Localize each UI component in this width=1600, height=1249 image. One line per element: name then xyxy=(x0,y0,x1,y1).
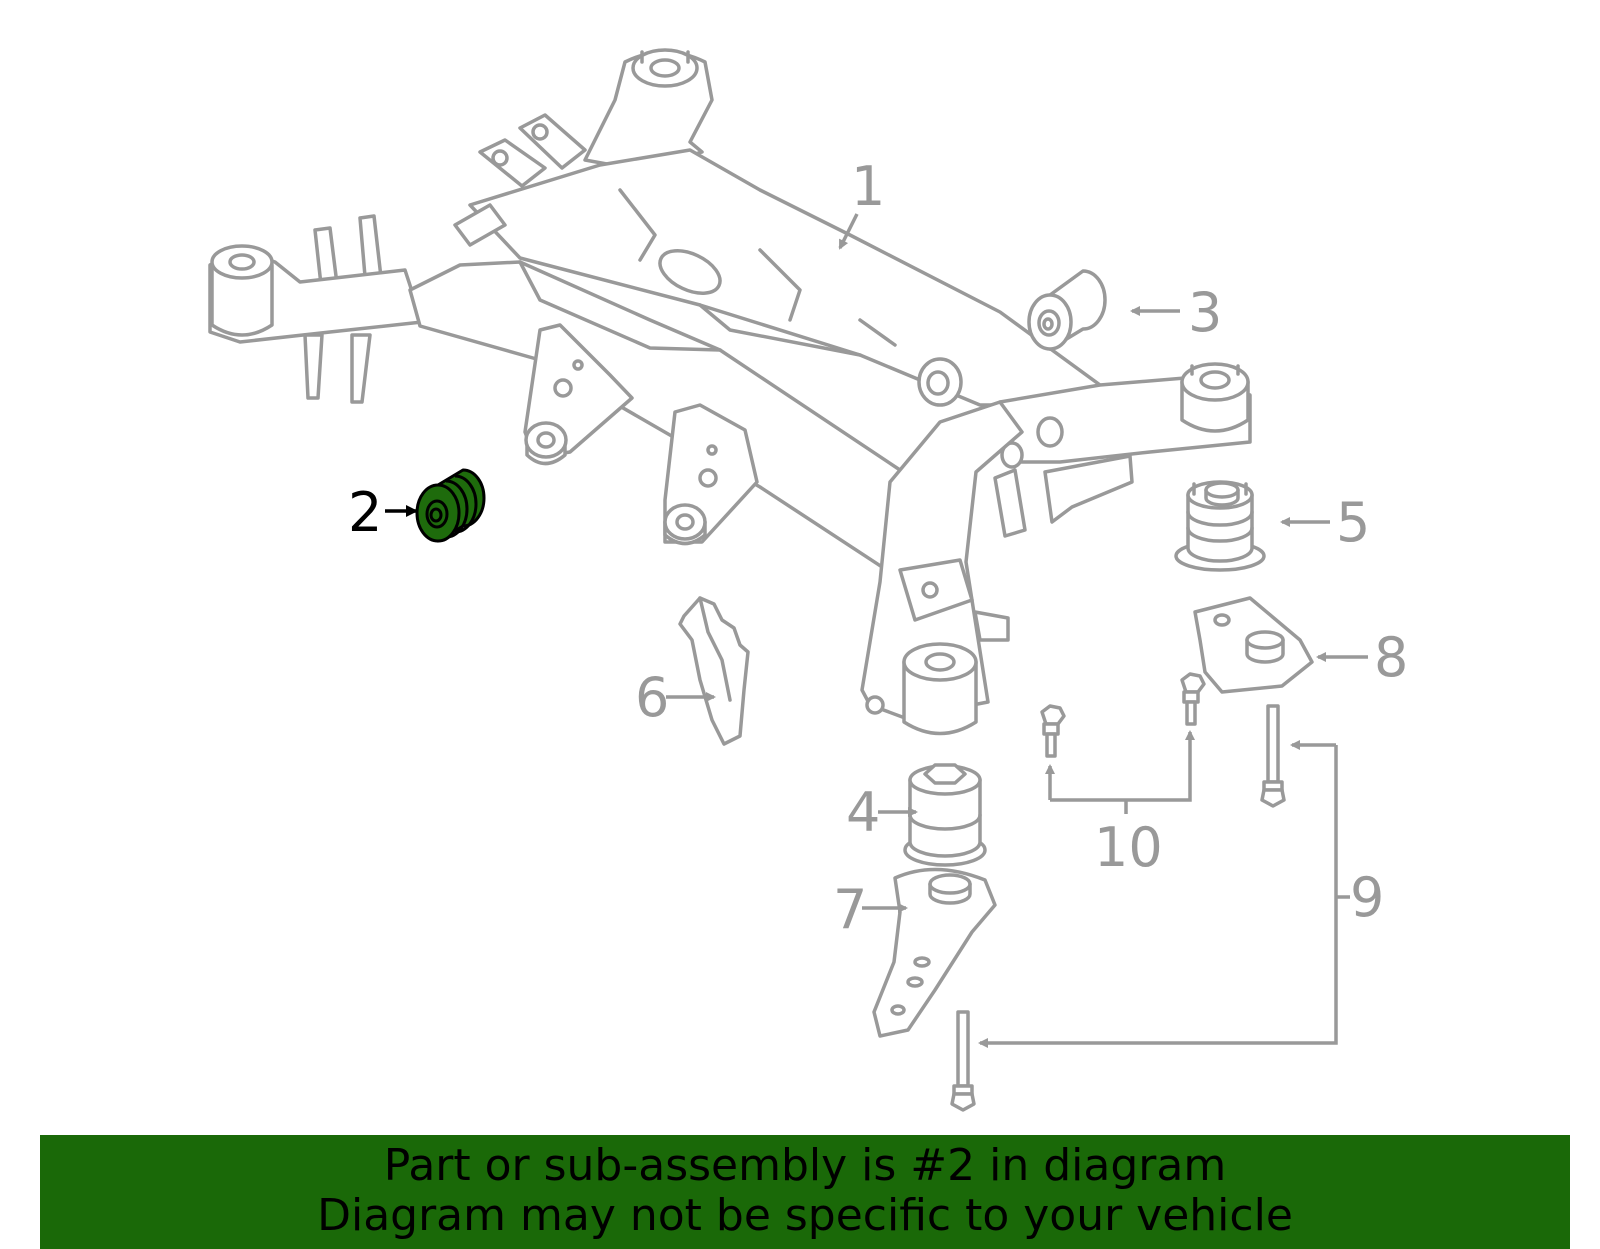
bolt-10-right xyxy=(1180,672,1206,726)
callout-label-9: 9 xyxy=(1350,866,1384,929)
callout-label-6: 6 xyxy=(635,666,669,729)
leader-1 xyxy=(838,213,859,250)
callout-label-1: 1 xyxy=(851,155,885,218)
upper-mount-part-5 xyxy=(1174,480,1266,572)
bolts-part-10 xyxy=(1040,672,1206,814)
bolt-10-left xyxy=(1040,704,1066,758)
subframe-upper-mount xyxy=(583,48,714,172)
callout-label-5: 5 xyxy=(1336,491,1370,554)
callout-label-3: 3 xyxy=(1188,281,1222,344)
subframe-lower-bracket-middle xyxy=(663,403,759,546)
bracket-part-6 xyxy=(678,596,750,746)
subframe-part-1 xyxy=(208,48,1252,736)
bolt-9-upper xyxy=(1260,704,1286,808)
callout-label-2: 2 xyxy=(348,481,382,544)
subframe-left-arm xyxy=(208,214,424,404)
subframe-ear-brackets xyxy=(478,113,587,188)
subframe-oval-hole xyxy=(658,249,722,295)
exploded-parts-diagram: 1 2 3 4 5 6 7 8 9 10 xyxy=(208,48,1408,1112)
mount-bracket-part-8 xyxy=(1193,596,1314,694)
callout-label-7: 7 xyxy=(833,878,867,941)
bracket-part-7 xyxy=(872,867,997,1038)
callout-label-4: 4 xyxy=(846,781,880,844)
banner-line-disclaimer: Diagram may not be specific to your vehi… xyxy=(317,1190,1293,1241)
subframe-right-rail xyxy=(993,362,1252,538)
diagram-notice-banner: Part or sub-assembly is #2 in diagram Di… xyxy=(40,1135,1570,1249)
subframe-center-bushing xyxy=(917,357,963,407)
callout-label-10: 10 xyxy=(1094,816,1163,879)
subframe-lower-bracket-left xyxy=(523,323,634,466)
bushing-part-3 xyxy=(1027,269,1107,351)
subframe-right-leg xyxy=(860,400,1024,736)
bolts-part-9 xyxy=(950,704,1350,1112)
bushing-part-2-highlighted xyxy=(415,468,486,543)
banner-line-part-number: Part or sub-assembly is #2 in diagram xyxy=(383,1140,1227,1191)
bolt-9-lower xyxy=(950,1010,976,1112)
callout-label-8: 8 xyxy=(1374,626,1408,689)
mount-bushing-part-4 xyxy=(903,763,987,867)
